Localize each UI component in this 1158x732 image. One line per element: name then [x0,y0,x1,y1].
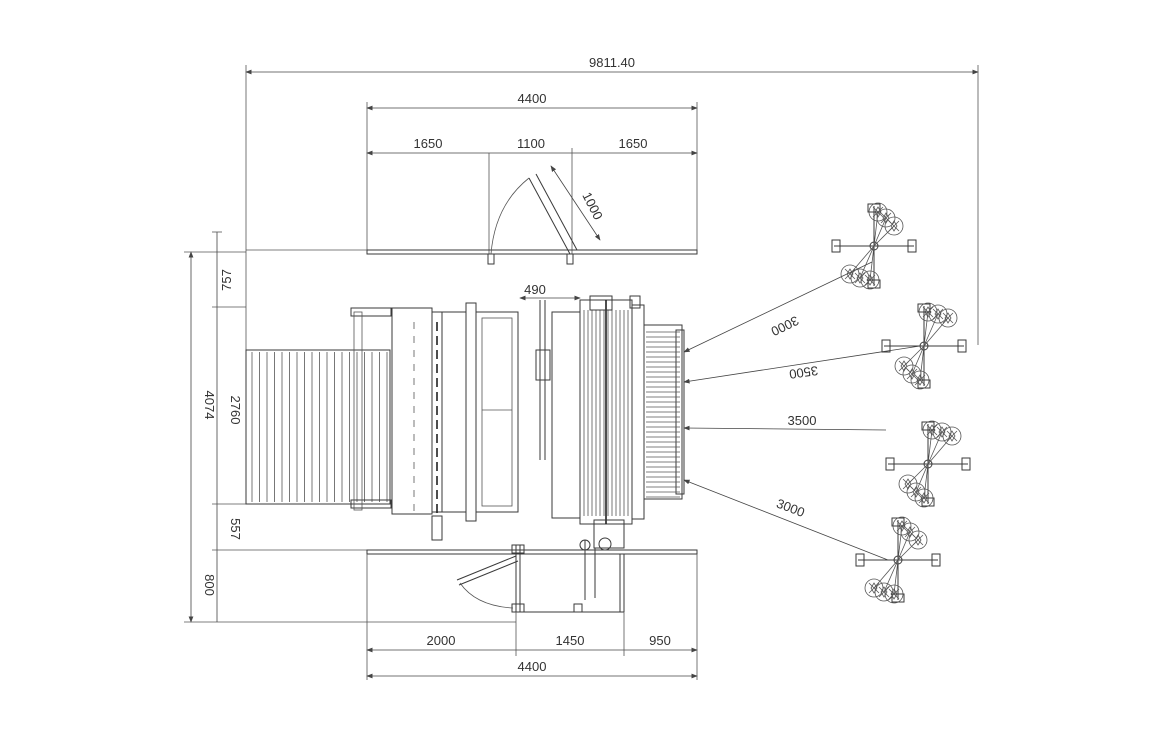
machine-welding-unit: 490 [519,282,685,600]
top-fence: 4400 1650 1100 1650 1000 [246,91,698,265]
feed-offset-label: 490 [524,282,546,297]
reel-stand [831,202,917,290]
bottom-fence-width-label: 4400 [518,659,547,674]
top-segment-left-label: 1650 [414,136,443,151]
wire-reel-stands [831,202,971,604]
wire-reel-icon [902,364,922,384]
wire-reel-icon [900,522,920,542]
height-bottom-gap-label: 557 [228,518,243,540]
reel-distance-3-label: 3500 [788,413,817,428]
reel-distance-4-label: 3000 [774,496,806,520]
bottom-fence: 2000 1450 950 4400 [366,544,698,680]
reel-stand [885,420,971,508]
wire-reel-icon [906,482,926,502]
overall-width-dimension: 9811.40 [245,55,979,350]
bottom-segment-right-label: 950 [649,633,671,648]
bottom-segment-mid-label: 1450 [556,633,585,648]
reel-stand [855,516,941,604]
gate-top-label: 1000 [579,190,605,223]
height-machine-label: 2760 [228,396,243,425]
reel-distance-1-label: 3000 [769,313,802,339]
wire-reel-icon [876,208,896,228]
reel-leaders: 3000 3500 3500 3000 [683,261,921,561]
reel-stand [881,302,967,390]
top-fence-width-label: 4400 [518,91,547,106]
overall-width-label: 9811.40 [589,55,635,70]
top-segment-right-label: 1650 [619,136,648,151]
reel-distance-2-label: 3500 [788,363,819,382]
machine-left-frame [391,302,519,541]
outfeed-table [245,307,392,511]
height-top-gap-label: 757 [219,269,234,291]
height-total-label: 4074 [202,391,217,420]
height-bottom-fence-label: 800 [202,574,217,596]
bottom-segment-left-label: 2000 [427,633,456,648]
top-segment-mid-label: 1100 [517,136,545,151]
vertical-dimensions: 4074 757 2760 557 800 [184,231,516,623]
